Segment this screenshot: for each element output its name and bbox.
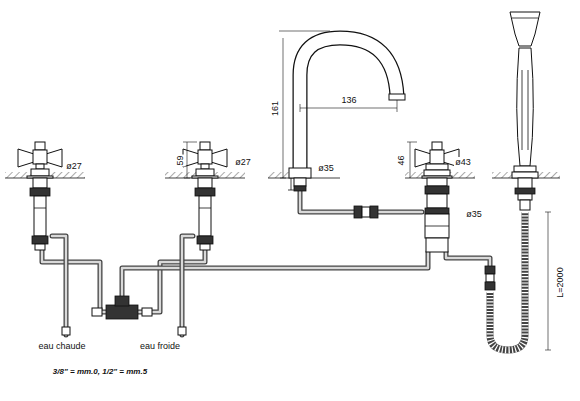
height-dimension: 59 <box>174 154 185 166</box>
diameter-dimension: ø35 <box>465 209 483 220</box>
inlet-label: eau froide <box>139 341 181 352</box>
diameter-dimension: ø43 <box>454 157 472 168</box>
height-dimension: 46 <box>395 154 406 166</box>
diameter-dimension: ø27 <box>234 157 252 168</box>
diameter-dimension: ø35 <box>317 163 335 174</box>
hose-length: L=2000 <box>554 266 565 298</box>
height-dimension: 161 <box>271 99 282 116</box>
diameter-dimension: ø27 <box>65 161 83 172</box>
reach-dimension: 136 <box>340 95 357 106</box>
thread-note: 3/8" = mm.0, 1/2" = mm.5 <box>52 367 148 377</box>
inlet-label: eau chaude <box>37 341 86 352</box>
